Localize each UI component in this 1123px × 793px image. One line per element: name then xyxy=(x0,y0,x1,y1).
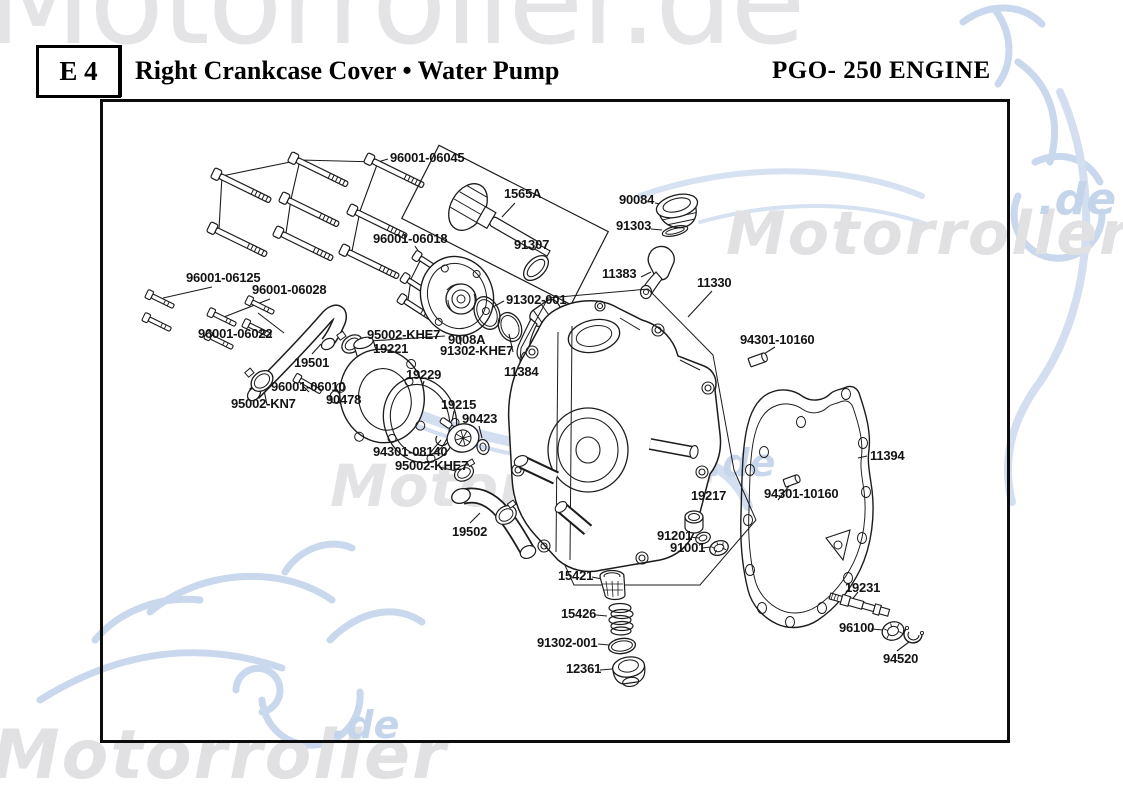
engine-label: PGO- 250 ENGINE xyxy=(772,57,991,84)
diagram-frame xyxy=(100,99,1010,743)
section-code-box: E 4 xyxy=(36,45,121,98)
watermark-right-suffix: .de xyxy=(1038,174,1117,225)
page-title: Right Crankcase Cover • Water Pump xyxy=(135,56,560,85)
section-divider xyxy=(120,45,122,97)
